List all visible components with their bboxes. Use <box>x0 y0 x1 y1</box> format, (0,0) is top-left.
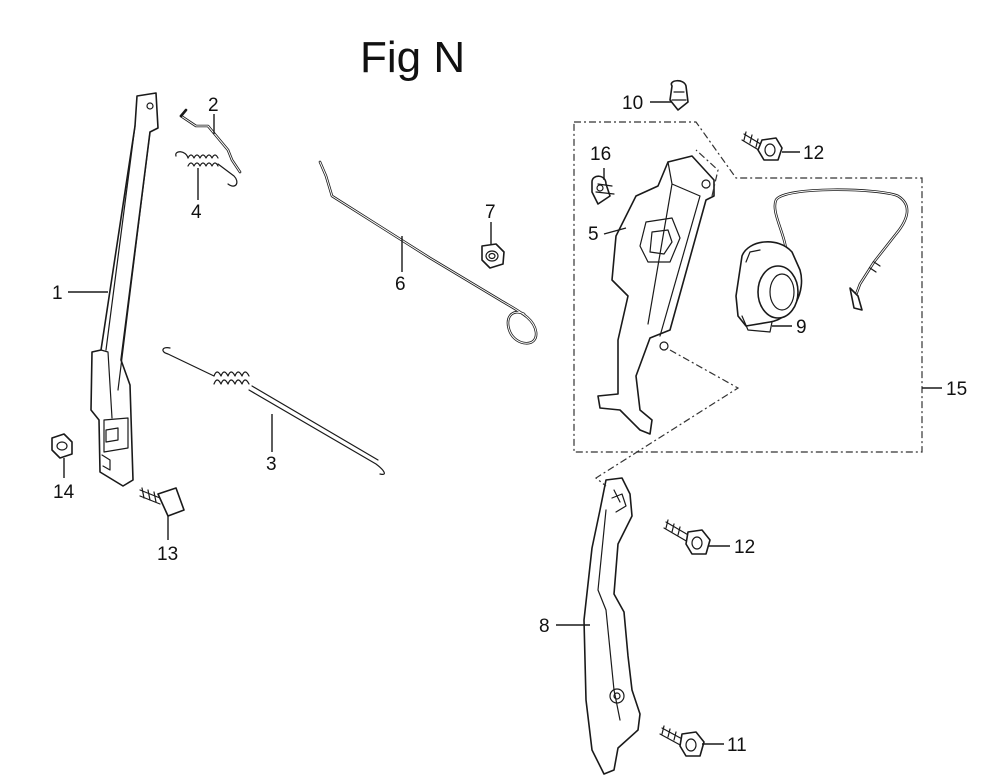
figure-title: Fig N <box>360 33 465 82</box>
part-7-nut <box>481 243 505 269</box>
callout-16: 16 <box>590 144 611 165</box>
part-14-nut <box>51 433 73 459</box>
part-5-bracket <box>597 155 715 435</box>
callout-13: 13 <box>157 544 178 565</box>
callout-2: 2 <box>208 95 219 116</box>
callout-5: 5 <box>588 224 599 245</box>
callout-10: 10 <box>622 93 643 114</box>
part-1-control-lever <box>90 92 159 487</box>
part-2-bent-rod <box>179 108 242 174</box>
part-4-spring <box>175 151 238 187</box>
callout-4: 4 <box>191 202 202 223</box>
part-16-clip <box>591 175 615 205</box>
callout-12-lower: 12 <box>734 537 755 558</box>
callout-1: 1 <box>52 283 63 304</box>
part-13-bolt <box>139 487 185 517</box>
part-12-bolt-lower <box>663 519 711 555</box>
callout-11: 11 <box>727 735 747 756</box>
callout-12-top: 12 <box>803 143 824 164</box>
leader-lines <box>63 101 942 745</box>
part-9-switch-cable <box>735 188 909 333</box>
part-8-lower-bracket <box>583 477 641 775</box>
assembly-15-outline <box>573 121 923 487</box>
callout-14: 14 <box>53 482 75 503</box>
part-10-clip <box>669 79 689 111</box>
callout-6: 6 <box>395 274 406 295</box>
part-11-bolt <box>659 725 705 757</box>
part-3-cable-spring <box>162 347 385 475</box>
part-6-wire-rod <box>318 160 538 345</box>
callout-3: 3 <box>266 454 277 475</box>
callout-labels: 1 2 3 4 5 6 7 8 9 10 11 12 12 13 14 15 1… <box>52 93 967 756</box>
callout-15: 15 <box>946 379 967 400</box>
part-12-bolt-top <box>741 131 783 161</box>
callout-8: 8 <box>539 616 550 637</box>
callout-9: 9 <box>796 317 807 338</box>
callout-7: 7 <box>485 202 496 223</box>
